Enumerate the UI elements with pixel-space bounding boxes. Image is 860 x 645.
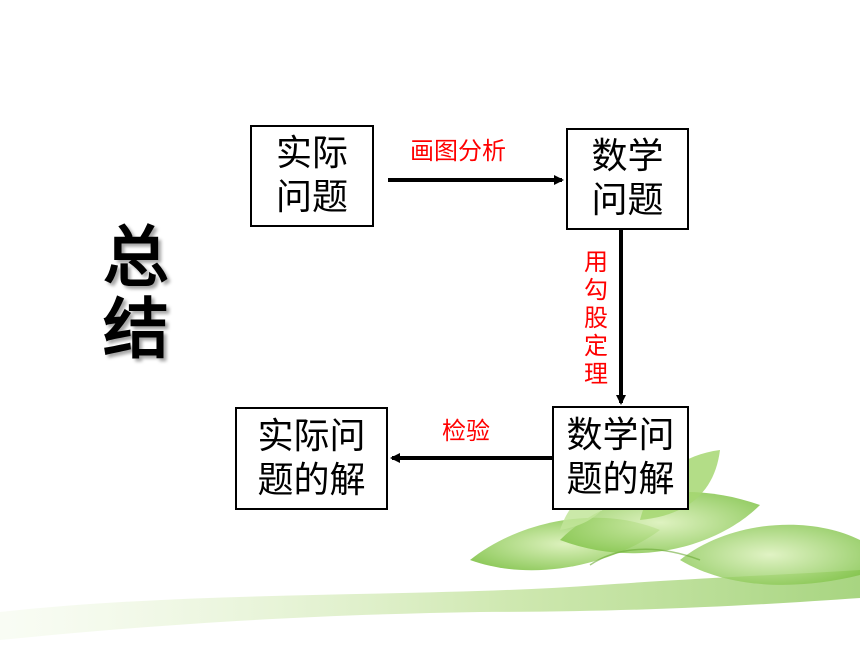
edge-label-pythagorean-char: 定	[584, 332, 608, 360]
edge-label-pythagorean: 用 勾 股 定 理	[583, 248, 609, 388]
title-char-2: 结	[103, 291, 169, 368]
node-real-solution: 实际问 题的解	[235, 407, 388, 510]
edge-label-pythagorean-char: 用	[584, 248, 608, 276]
edge-label-pythagorean-char: 勾	[584, 276, 608, 304]
summary-title: 总 结	[103, 222, 183, 366]
node-real-problem: 实际 问题	[250, 125, 374, 227]
title-char-1: 总	[103, 219, 169, 296]
node-math-solution: 数学问 题的解	[552, 406, 689, 510]
node-math-solution-line1: 数学问	[566, 415, 675, 456]
edge-label-pythagorean-char: 理	[584, 360, 608, 388]
edge-label-pythagorean-char: 股	[584, 304, 608, 332]
node-math-problem-line2: 问题	[591, 180, 664, 221]
node-math-problem-line1: 数学	[591, 136, 664, 177]
edge-label-draw-analyze: 画图分析	[410, 137, 506, 165]
node-real-problem-line2: 问题	[275, 177, 348, 218]
node-real-solution-line1: 实际问	[257, 415, 366, 457]
node-math-solution-line2: 题的解	[566, 459, 675, 500]
node-real-solution-line2: 题的解	[257, 459, 366, 501]
node-real-problem-line1: 实际	[275, 133, 348, 174]
edge-label-verify: 检验	[442, 417, 490, 445]
node-math-problem: 数学 问题	[566, 128, 689, 230]
